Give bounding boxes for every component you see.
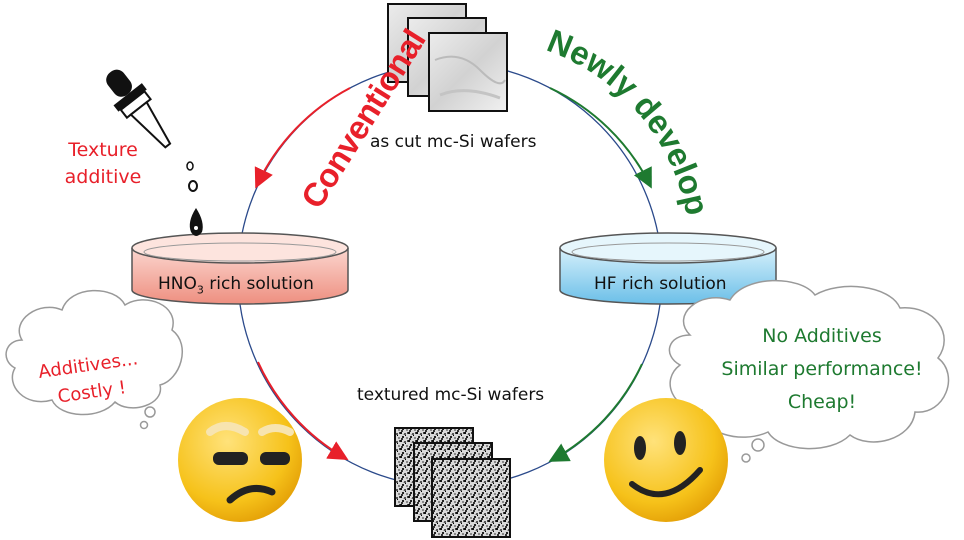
newly-arrow-bottom <box>548 363 643 462</box>
right-bubble-line: No Additives <box>762 325 882 347</box>
hno3-solution-label: HNO3 rich solution <box>158 274 314 297</box>
smirk-emoji-icon <box>178 398 302 522</box>
hno3-subscript: 3 <box>196 283 204 297</box>
texture-additive-label: Texture additive <box>64 139 142 188</box>
conventional-arrow-bottom <box>257 361 349 461</box>
textured-wafers-label: textured mc-Si wafers <box>357 385 545 405</box>
hno3-petri-dish-icon <box>131 232 349 305</box>
hno3-formula: HNO <box>158 274 197 294</box>
hf-solution-label: HF rich solution <box>594 274 727 294</box>
left-thought-cloud-icon <box>5 289 183 430</box>
hf-petri-dish-icon <box>559 232 777 305</box>
as-cut-wafers-label: as cut mc-Si wafers <box>370 132 537 152</box>
right-bubble-line: Cheap! <box>787 391 857 413</box>
hno3-rest: rich solution <box>203 274 314 294</box>
right-thought-cloud-icon <box>668 279 950 463</box>
smile-emoji-icon <box>604 398 728 522</box>
conventional-arrow-top <box>254 87 351 189</box>
as-cut-wafer-stack-icon <box>387 3 508 112</box>
right-bubble-text: No Additives Similar performance! Cheap! <box>708 320 936 419</box>
dropper-icon <box>106 69 203 236</box>
textured-wafer-stack-icon <box>394 427 511 538</box>
right-bubble-line: Similar performance! <box>721 358 923 380</box>
newly-arrow-top <box>549 87 652 189</box>
